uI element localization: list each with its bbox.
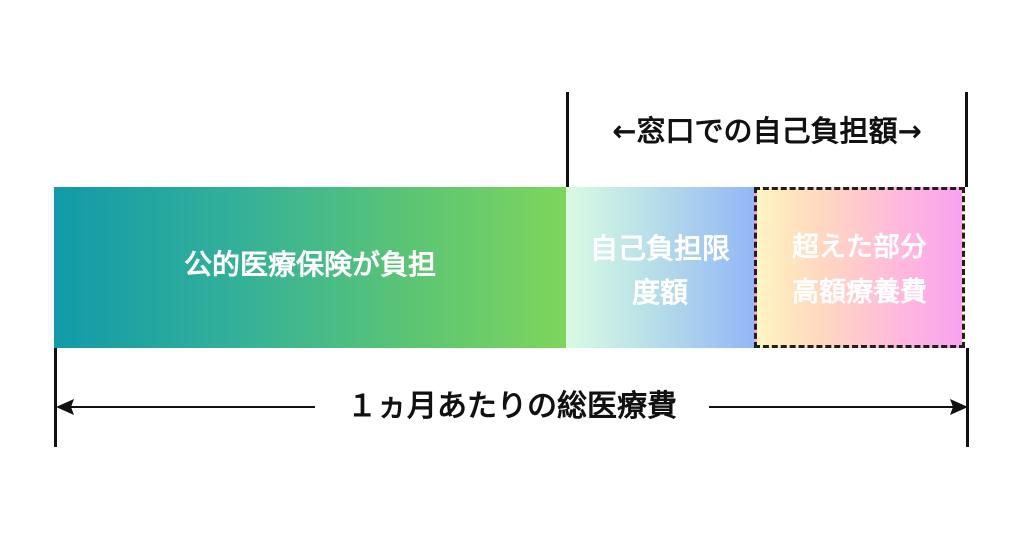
self-pay-limit-label-line-1: 自己負担限	[589, 232, 730, 265]
bottom-arrow-right-line	[709, 406, 962, 408]
top-right-bracket-line	[965, 92, 968, 187]
total-medical-cost-label: １ヵ月あたりの総医療費	[315, 384, 709, 430]
high-cost-excess-segment: 超えた部分 高額療養費	[754, 187, 965, 348]
excess-label-line-2: 高額療養費	[792, 277, 927, 308]
bottom-arrow-left-line	[58, 406, 315, 408]
bottom-right-boundary-line	[966, 348, 969, 447]
out-of-pocket-label: ←窓口での自己負担額→	[612, 114, 922, 148]
bottom-left-boundary-line	[54, 348, 57, 447]
right-arrow-icon	[950, 399, 968, 415]
left-arrow-icon	[56, 399, 74, 415]
self-pay-limit-label-line-2: 度額	[631, 276, 688, 309]
self-pay-limit-segment: 自己負担限 度額	[566, 187, 754, 348]
public-insurance-segment: 公的医療保険が負担	[54, 187, 566, 348]
excess-label-line-1: 超えた部分	[792, 232, 927, 263]
top-left-bracket-line	[566, 92, 569, 187]
public-insurance-label: 公的医療保険が負担	[183, 248, 436, 281]
